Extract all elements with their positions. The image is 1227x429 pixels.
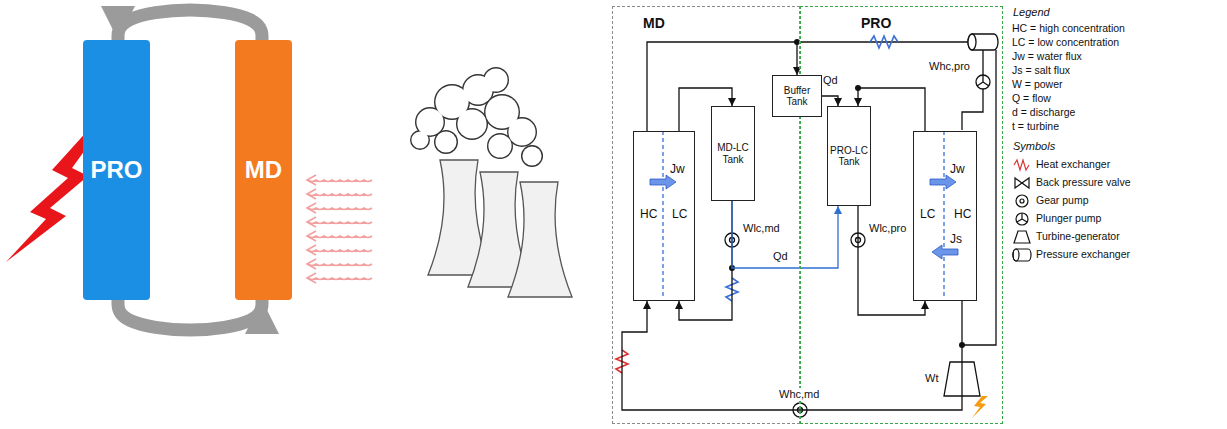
label-text: Legend <box>1012 6 1051 18</box>
label-text: Wlc,pro <box>868 222 907 234</box>
heat-waves <box>307 175 372 283</box>
legend-entry: Js = salt flux <box>1012 64 1070 76</box>
process-block: MD <box>235 40 292 300</box>
legend-entry: LC = low concentration <box>1012 36 1119 48</box>
tank-box: PRO-LC Tank <box>827 106 871 206</box>
legend-entry: t = turbine <box>1012 120 1059 132</box>
flow-connector <box>118 300 262 330</box>
legend-entry: Pressure exchanger <box>1036 248 1130 260</box>
label-text: Wt <box>924 372 939 384</box>
region-box: MD HC LC Jw MD-LC Tank <box>612 6 800 424</box>
flow-label: Qd <box>772 250 789 262</box>
smoke-clouds <box>410 67 543 167</box>
pipes <box>797 42 996 345</box>
heat-exchangers <box>616 36 898 373</box>
label-text: Wlc,md <box>742 222 781 234</box>
label-text: Whc,pro <box>928 60 971 72</box>
node-text: Jw <box>950 162 965 176</box>
cooling-towers <box>428 160 572 297</box>
label-text: Symbols <box>1012 140 1056 152</box>
legend-entry: W = power <box>1012 78 1062 90</box>
flow-connector <box>822 96 838 106</box>
legend-entry: Jw = water flux <box>1012 50 1082 62</box>
node-text: PRO <box>90 156 142 184</box>
node-text: HC <box>640 207 657 221</box>
flow-label: Qd <box>822 74 839 86</box>
membrane-module: LC HC JwJs <box>913 131 977 301</box>
process-block: PRO <box>83 40 150 300</box>
flow-connector <box>732 201 838 268</box>
node-text: LC <box>920 207 935 221</box>
node-text: Buffer Tank <box>773 85 821 108</box>
gear-pumps <box>725 233 865 417</box>
node-text: HC <box>954 207 971 221</box>
node-text: PRO-LC Tank <box>828 145 870 168</box>
node-text: MD <box>643 15 665 31</box>
legend-entry: Plunger pump <box>1036 212 1101 224</box>
membrane-dividers <box>663 131 944 299</box>
node-text: Jw <box>670 162 685 176</box>
node-text: Js <box>950 232 962 246</box>
legend-entry: Back pressure valve <box>1036 176 1131 188</box>
flow-connector <box>622 301 962 410</box>
legend-entry: d = discharge <box>1012 106 1075 118</box>
legend-entry: Heat exchanger <box>1036 158 1110 170</box>
plunger-pump <box>976 75 990 89</box>
pressure-exchanger <box>968 34 998 50</box>
region-box: PRO PRO-LC TankLC HC JwJs <box>800 6 1003 424</box>
legend-entry: HC = high concentration <box>1012 22 1125 34</box>
tank-box: MD-LC Tank <box>711 106 755 201</box>
membrane-module: HC LC Jw <box>633 131 695 301</box>
node-text: MD <box>245 156 282 184</box>
legend-entry: Turbine-generator <box>1036 230 1120 242</box>
label-text: Whc,md <box>778 388 820 400</box>
flow-connector <box>858 206 925 315</box>
node-text: PRO <box>861 15 891 31</box>
tank-box: Buffer Tank <box>772 75 822 117</box>
node-text: MD-LC Tank <box>712 142 754 165</box>
legend-entry: Q = flow <box>1012 92 1051 104</box>
junction-dots <box>729 39 965 348</box>
node-text: LC <box>672 207 687 221</box>
legend-symbols <box>1013 160 1031 261</box>
flux-arrows <box>650 175 958 259</box>
flow-connector <box>118 10 262 40</box>
legend-entry: Gear pump <box>1036 194 1089 206</box>
